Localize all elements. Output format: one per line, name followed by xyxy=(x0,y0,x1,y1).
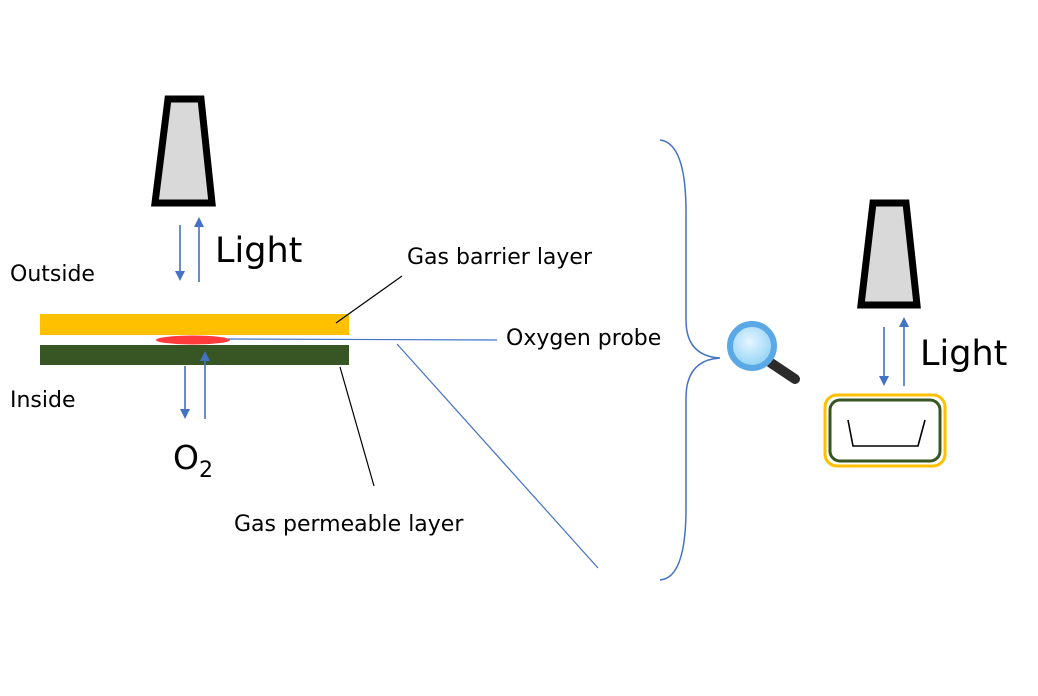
light-source-icon xyxy=(857,199,921,309)
light-label-right: Light xyxy=(920,334,1008,374)
inside-label: Inside xyxy=(10,388,76,413)
light-source-icon xyxy=(151,95,216,207)
o2-label: O2 xyxy=(173,441,213,482)
gas-permeable-layer xyxy=(40,345,349,365)
oxygen-probe xyxy=(156,335,230,345)
curly-brace xyxy=(659,139,721,581)
gas-barrier-leader-line xyxy=(335,275,403,324)
gas-barrier-layer xyxy=(40,314,349,335)
light-arrows-left xyxy=(175,217,204,282)
gas-permeable-leader-line xyxy=(339,366,375,487)
oxygen-probe-leader-line xyxy=(227,338,498,341)
light-label-left: Light xyxy=(215,231,303,271)
package-tray-icon xyxy=(823,393,947,468)
outside-label: Outside xyxy=(10,262,95,287)
o2-main: O xyxy=(173,438,199,477)
o2-arrows xyxy=(180,351,210,419)
gas-barrier-layer-label: Gas barrier layer xyxy=(407,245,593,270)
o2-subscript: 2 xyxy=(198,458,213,483)
light-arrows-right xyxy=(879,317,909,386)
oxygen-probe-label: Oxygen probe xyxy=(506,326,662,351)
magnifying-glass-icon xyxy=(727,321,800,384)
gas-permeable-layer-label: Gas permeable layer xyxy=(234,512,464,537)
zoom-indicator-line xyxy=(396,343,599,569)
